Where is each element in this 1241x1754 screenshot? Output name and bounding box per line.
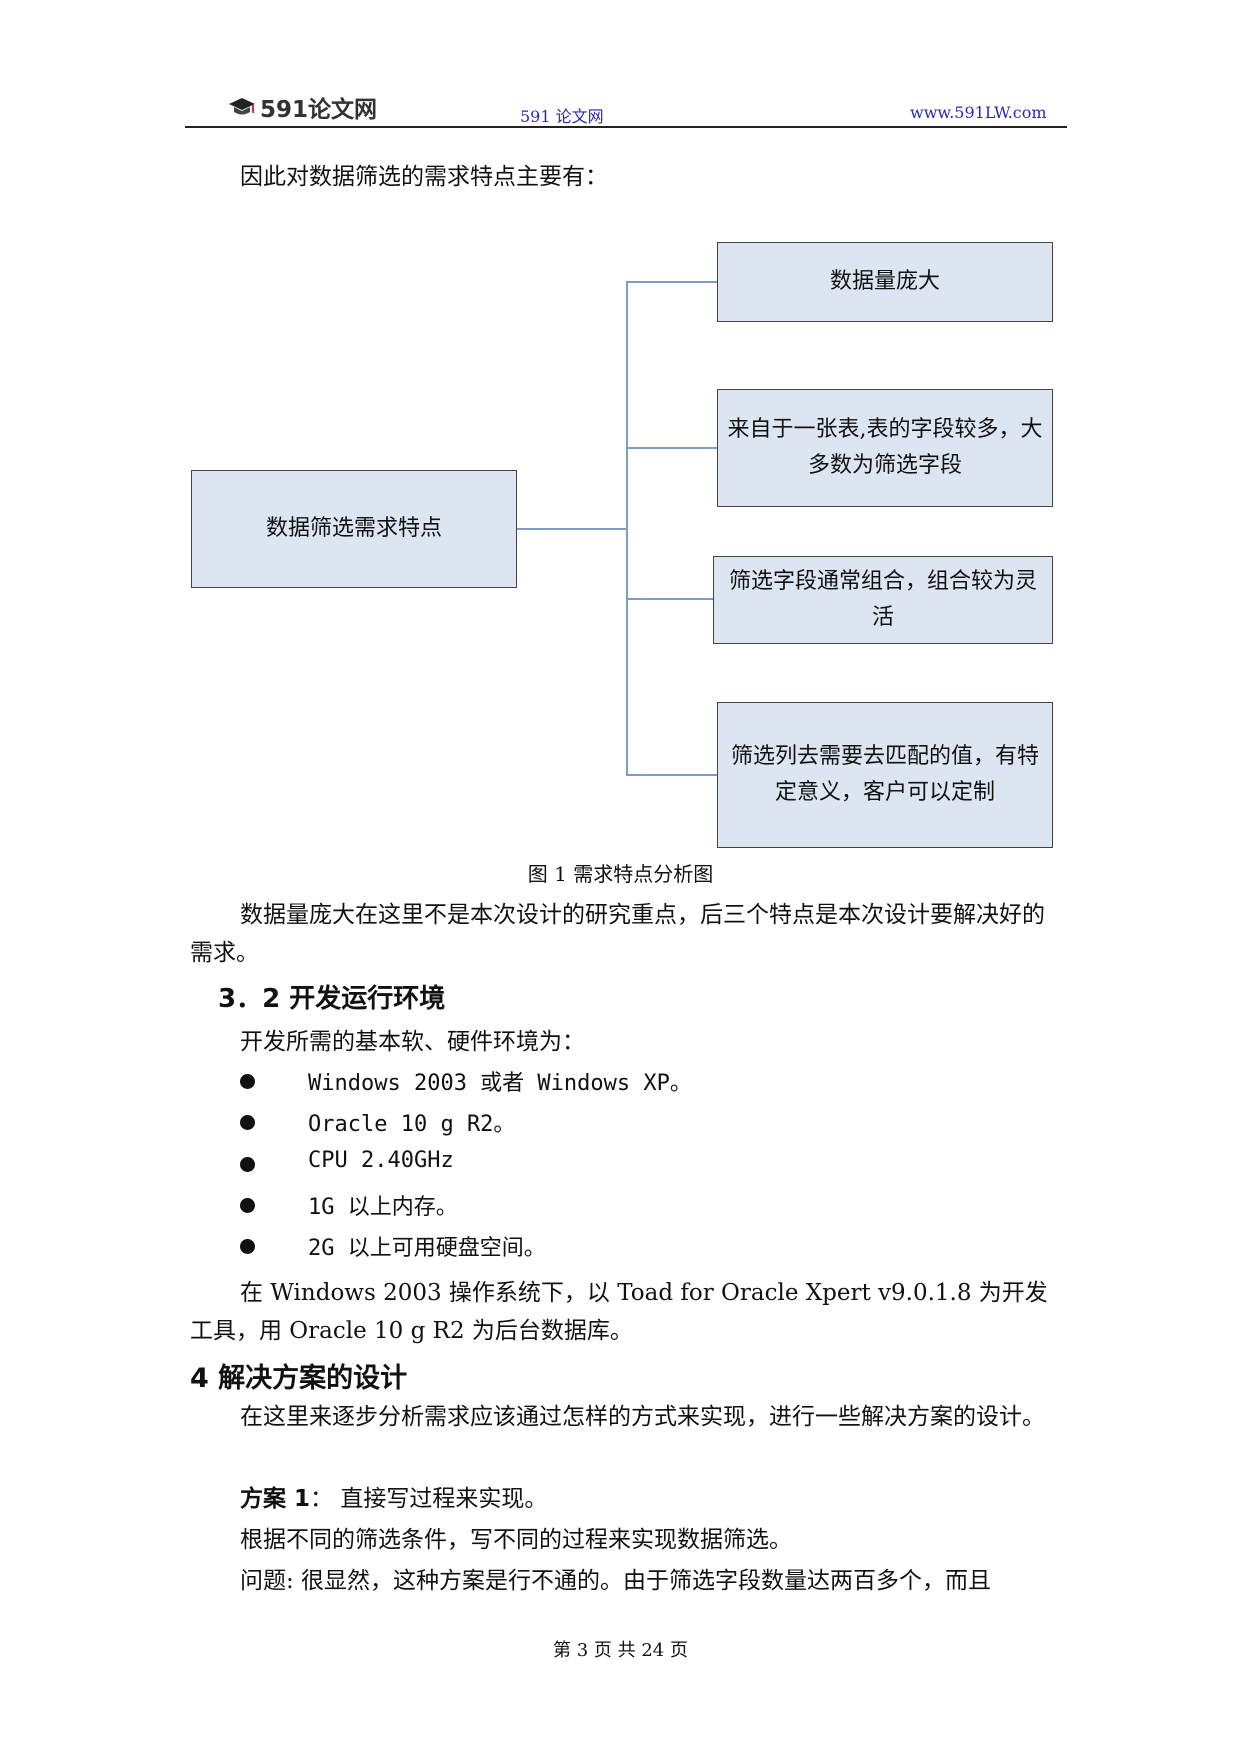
site-logo: 591论文网 (228, 90, 377, 124)
bullet-icon (240, 1074, 255, 1089)
bullet-icon (240, 1115, 255, 1130)
env-intro-paragraph: 开发所需的基本软、硬件环境为： (240, 1029, 585, 1055)
graduation-cap-icon (229, 98, 255, 115)
connector-branch-4 (626, 774, 717, 776)
header-divider (185, 126, 1067, 128)
logo-text: 591论文网 (260, 97, 378, 123)
connector-root-horizontal (517, 528, 627, 530)
section-heading: 4 解决方案的设计 (190, 1363, 408, 1394)
section-heading: 3．2 开发运行环境 (218, 984, 446, 1014)
list-item: Oracle 10 g R2。 (308, 1112, 516, 1137)
diagram-child-box: 筛选列去需要去匹配的值，有特定意义，客户可以定制 (717, 702, 1053, 848)
body-paragraph: 数据量庞大在这里不是本次设计的研究重点，后三个特点是本次设计要解决好的需求。 (190, 902, 1045, 966)
diagram-child-box: 数据量庞大 (717, 242, 1053, 322)
list-item: Windows 2003 或者 Windows XP。 (308, 1071, 692, 1096)
header-site-name: 591 论文网 (520, 107, 604, 126)
list-item: 2G 以上可用硬盘空间。 (308, 1236, 546, 1261)
plan-1-text: ： 直接写过程来实现。 (310, 1486, 548, 1512)
bullet-icon (240, 1157, 255, 1172)
list-item: 1G 以上内存。 (308, 1195, 458, 1220)
plan-1-line: 方案 1： 直接写过程来实现。 (240, 1480, 547, 1518)
connector-trunk (626, 281, 628, 775)
connector-branch-3 (626, 598, 713, 600)
plan-1-description: 根据不同的筛选条件，写不同的过程来实现数据筛选。 (240, 1527, 792, 1553)
diagram-child-box: 来自于一张表,表的字段较多，大多数为筛选字段 (717, 389, 1053, 507)
body-paragraph: 在 Windows 2003 操作系统下，以 Toad for Oracle X… (190, 1280, 1048, 1344)
bullet-icon (240, 1239, 255, 1254)
problem-paragraph: 问题: 很显然，这种方案是行不通的。由于筛选字段数量达两百多个，而且 (240, 1568, 992, 1594)
header-site-url[interactable]: www.591LW.com (910, 103, 1047, 122)
bullet-icon (240, 1198, 255, 1213)
page-footer: 第 3 页 共 24 页 (553, 1640, 688, 1661)
connector-branch-1 (626, 281, 717, 283)
list-item: CPU 2.40GHz (308, 1148, 454, 1173)
connector-branch-2 (626, 447, 717, 449)
diagram-child-box: 筛选字段通常组合，组合较为灵活 (713, 556, 1053, 644)
plan-1-label: 方案 1 (240, 1486, 311, 1512)
body-paragraph: 在这里来逐步分析需求应该通过怎样的方式来实现，进行一些解决方案的设计。 (240, 1404, 1045, 1430)
figure-caption: 图 1 需求特点分析图 (527, 862, 714, 886)
diagram-root-box: 数据筛选需求特点 (191, 470, 517, 588)
intro-paragraph: 因此对数据筛选的需求特点主要有： (240, 164, 608, 190)
